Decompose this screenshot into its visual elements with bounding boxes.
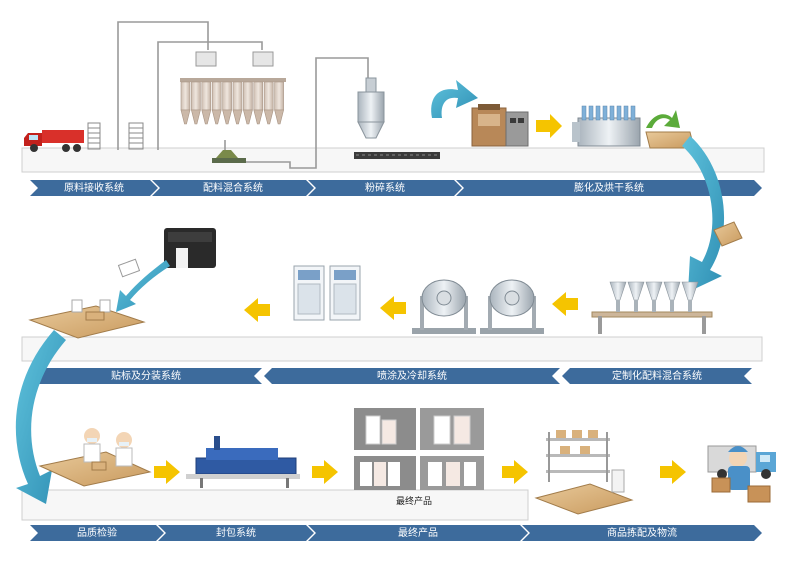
yellow-arrow-3d	[660, 460, 686, 484]
yellow-arrow-3a	[154, 460, 180, 484]
platform-row-1	[21, 147, 765, 173]
yellow-arrow-left-1	[552, 292, 578, 316]
banner-custom-mix	[562, 368, 752, 384]
label-printer-icon	[117, 228, 216, 278]
yellow-arrow-3c	[502, 460, 528, 484]
banner-labeling	[30, 368, 262, 384]
banner-logistics	[522, 525, 762, 541]
stage-label-final: 最终产品	[398, 528, 438, 539]
custom-mixer-icon	[591, 281, 713, 334]
stage-label-grinding: 粉碎系统	[365, 183, 405, 194]
flow-arrow-3	[116, 260, 170, 312]
stage-label-packing: 封包系统	[216, 528, 256, 539]
banner-row-1	[30, 180, 762, 196]
batching-silo-icon	[180, 51, 286, 163]
banner-coating	[264, 368, 560, 384]
stage-label-qc: 品质检验	[77, 528, 117, 539]
stage-label-extrusion: 膨化及烘干系统	[574, 183, 644, 194]
flow-arrow-4	[15, 330, 66, 504]
final-product-photos	[354, 408, 484, 490]
banner-grinding	[308, 180, 462, 196]
delivery-truck-icon	[707, 445, 776, 503]
shelf-rack-icon	[534, 430, 634, 515]
banner-qc	[30, 525, 164, 541]
grinder-icon	[354, 77, 440, 159]
yellow-arrow-left-2	[380, 296, 406, 320]
stage-label-custom-mix: 定制化配料混合系统	[612, 371, 702, 382]
cooling-cabinet-icon	[293, 265, 361, 321]
stage-label-labeling: 贴标及分装系统	[111, 371, 181, 382]
banner-raw-material	[30, 180, 158, 196]
flow-arrow-small	[646, 110, 680, 128]
dump-truck-icon	[24, 130, 84, 152]
banner-batching	[152, 180, 314, 196]
platform-row-3	[21, 489, 529, 521]
platform-row-2	[21, 336, 763, 362]
qc-workers-icon	[38, 428, 152, 487]
yellow-arrow-left-3	[244, 298, 270, 322]
flow-arrow-2	[682, 136, 725, 292]
yellow-arrow-3b	[312, 460, 338, 484]
labeling-table-icon	[28, 299, 146, 339]
banner-row-2	[30, 368, 752, 384]
banner-extrusion	[456, 180, 762, 196]
product-caption: 最终产品	[396, 497, 433, 507]
falling-box-icon	[713, 221, 743, 247]
banner-final	[308, 525, 528, 541]
stage-label-raw-material: 原料接收系统	[64, 183, 124, 194]
banner-row-3	[30, 525, 762, 541]
stage-label-logistics: 商品拣配及物流	[607, 528, 677, 539]
pipes	[117, 21, 369, 169]
stage-label-coating: 喷涂及冷却系统	[377, 371, 447, 382]
banner-packing	[158, 525, 314, 541]
dryer-icon	[572, 105, 641, 147]
extruder-icon	[471, 104, 529, 147]
sealing-machine-icon	[186, 436, 300, 488]
stage-label-batching: 配料混合系统	[203, 183, 263, 194]
receiving-tower-icon	[87, 122, 144, 150]
yellow-arrow	[536, 114, 562, 138]
flow-arrow-1	[431, 80, 478, 118]
coating-drum-icon	[412, 279, 544, 334]
